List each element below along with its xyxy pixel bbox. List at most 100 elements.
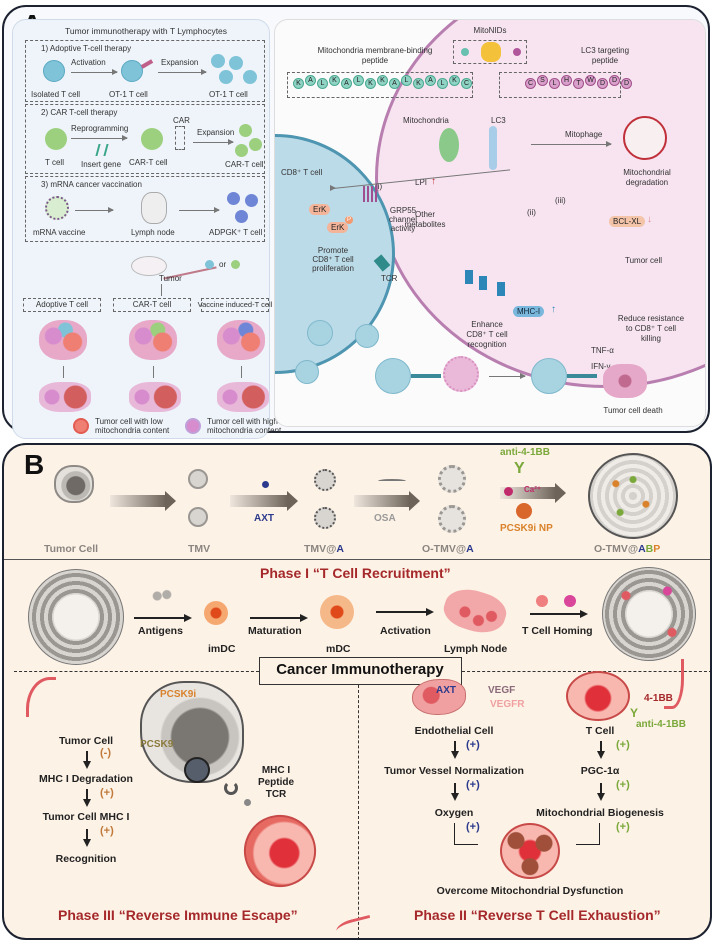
panel-a-right: MitoNIDs Mitochondria membrane-binding p…	[274, 19, 706, 427]
t-cell-icon	[307, 320, 333, 346]
amino-acid-bead: K	[449, 75, 460, 86]
adpgk-t-cell-icon	[235, 210, 248, 223]
amino-acid-bead: K	[329, 75, 340, 86]
mhc-molecule-icon	[465, 270, 473, 284]
grp55-label-2: channel	[388, 215, 418, 224]
lc3-icon	[489, 126, 497, 170]
arrow-mouse-down	[161, 284, 162, 296]
panel-a: A Tumor immunotherapy with T Lymphocytes…	[2, 5, 710, 439]
legend-low-line2: mitochondria content	[95, 426, 170, 435]
amino-acid-bead: A	[389, 78, 400, 89]
tumor-cluster-car-t	[129, 320, 177, 360]
car-structure-box	[175, 126, 185, 150]
anti-41bb-label: anti-4-1BB	[500, 447, 551, 458]
section-mrna	[25, 176, 265, 242]
phase2-down-arrow	[451, 783, 458, 801]
section-1-heading: 1) Adoptive T-cell therapy	[41, 44, 132, 53]
outcome-adoptive-box	[23, 298, 101, 312]
lymph-node-label: Lymph Node	[444, 643, 508, 655]
other-metabolites-2: metabolites	[404, 220, 446, 229]
step-t-cell: T cell	[45, 158, 64, 167]
arrow-expansion-2-label: Expansion	[197, 128, 235, 137]
phase3-down-arrow	[83, 829, 90, 847]
phase3-flow-2: Tumor Cell MHC I	[42, 811, 130, 823]
o-tmv-a-icon	[438, 505, 466, 533]
tnf-label: TNF-α	[591, 346, 614, 355]
step-lymph-node: Lymph node	[131, 228, 175, 237]
section-3-heading: 3) mRNA cancer vaccination	[41, 180, 142, 189]
amino-acid-bead: T	[573, 78, 584, 89]
legend-low-mito-icon	[73, 418, 89, 434]
t-cell-icon	[566, 671, 630, 721]
legend-high-line1: Tumor cell with high	[207, 417, 278, 426]
phase2-right-1: PGC-1α	[580, 765, 620, 777]
outcome-vaccine-box	[201, 298, 269, 312]
tumor-death-label: Tumor cell death	[603, 406, 663, 415]
phase2-left-sign-2: (+)	[466, 821, 480, 833]
mouse-icon	[131, 256, 167, 276]
phase1-title: Phase I “T Cell Recruitment”	[260, 565, 451, 581]
enhance-label-3: recognition	[467, 340, 507, 349]
t-cell-icon	[564, 595, 576, 607]
mhc-i-label: MHC I	[261, 765, 291, 776]
arrow-tmv-to-tmva	[230, 491, 298, 511]
arrow-activation-label: Activation	[71, 58, 106, 67]
reduce-label-2: to CD8⁺ T cell	[625, 324, 677, 333]
mrna-vaccine-icon	[45, 196, 69, 220]
infiltrated-tissue-icon	[602, 567, 696, 661]
axt-molecule-icon	[262, 481, 269, 488]
vegfr-label: VEGFR	[490, 699, 525, 710]
phase3-sign-2: (+)	[100, 825, 114, 837]
arrow-to-killing	[489, 373, 526, 379]
killing-synapse	[567, 374, 597, 378]
bcl-xl-badge: BCL-XL	[609, 216, 646, 227]
promote-label-3: proliferation	[312, 264, 354, 273]
tumor-cell-label: Tumor cell	[625, 256, 663, 265]
peptide-icon	[244, 799, 251, 806]
pcsk9i-np-label: PCSK9i NP	[500, 523, 553, 534]
arrow-tumor-to-tmv	[110, 491, 176, 511]
nanoparticle-icon	[481, 42, 501, 62]
section-car-t	[25, 104, 265, 174]
phase3-down-arrow	[83, 789, 90, 807]
insert-gene-label: Insert gene	[81, 160, 122, 169]
ifn-label: IFN-γ	[591, 362, 611, 371]
outcome-adoptive: Adoptive T cell	[35, 300, 89, 309]
o-tmv-abp-icon	[588, 453, 678, 539]
lpi-label: LPI	[415, 178, 428, 187]
phase2-left-1: Tumor Vessel Normalization	[384, 765, 524, 777]
amino-acid-bead: D	[621, 78, 632, 89]
phase2-right-2: Mitochondrial Biogenesis	[536, 807, 664, 819]
path-ii-label: (ii)	[527, 208, 536, 217]
mitonids-box	[453, 40, 527, 64]
t-cell-icon	[355, 324, 379, 348]
dying-tumor-cell-icon	[603, 364, 647, 398]
car-label: CAR	[173, 116, 190, 125]
amino-acid-bead: L	[401, 75, 412, 86]
tumor-cell-icon	[54, 465, 94, 503]
receptor-41bb-label: 4-1BB	[644, 693, 673, 704]
phase2-right-sign-2: (+)	[616, 821, 630, 833]
dashed-divider-right	[462, 671, 710, 672]
outcome-car-t: CAR-T cell	[132, 300, 172, 309]
amino-acid-bead: D	[597, 78, 608, 89]
arrow-activation	[71, 69, 118, 75]
panel-b: B Tumor Cell TMV AXT TMV@A OSA O-TMV@A a…	[2, 443, 712, 940]
autophagosome-icon	[623, 116, 667, 160]
phase2-down-arrow	[597, 741, 604, 759]
mhc-molecule-icon	[497, 282, 505, 296]
engaging-t-cell-icon	[375, 358, 411, 394]
o-tmv-a-icon	[438, 465, 466, 493]
step-ot1-t-cell: OT-1 T cell	[109, 90, 148, 99]
expanded-t-cell-icon	[243, 70, 257, 84]
amino-acid-bead: A	[341, 78, 352, 89]
amino-acid-bead: A	[305, 75, 316, 86]
path-iii-label: (iii)	[555, 196, 566, 205]
mitochondria-label: Mitochondria	[403, 116, 449, 125]
expanded-car-t-icon	[239, 124, 252, 137]
outcome-vaccine: Vaccine induced-T cell	[197, 300, 273, 309]
mito-degradation-1: Mitochondrial	[623, 168, 671, 177]
erk-badge: ErK	[309, 204, 331, 215]
tmv-a-icon	[314, 507, 336, 529]
